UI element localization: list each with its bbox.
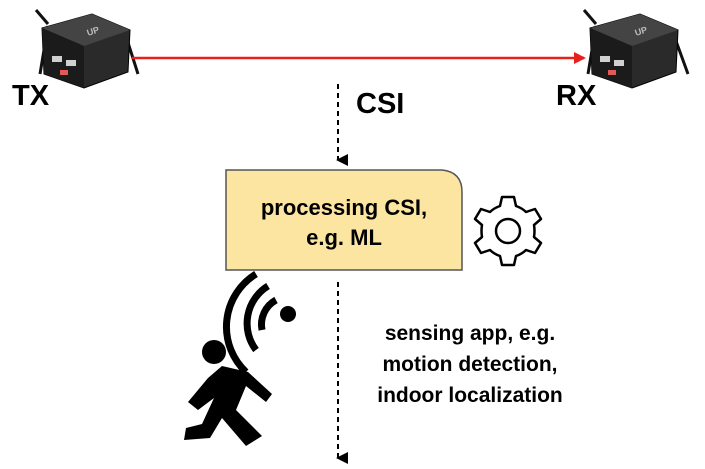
tx-label: TX [12,80,50,112]
rx-device-icon: UP [582,9,690,89]
sensing-app-line-1: sensing app, e.g. [384,322,556,345]
walking-person-with-signal-icon [184,271,296,446]
sensing-app-line-3: indoor localization [377,384,563,407]
rx-label: RX [556,80,597,112]
processing-text: processing CSI, e.g. ML [226,193,462,253]
tx-device-icon: UP [34,9,140,89]
processing-line-2: e.g. ML [306,225,382,250]
processing-box [225,169,463,271]
sensing-app-line-2: motion detection, [382,353,558,376]
svg-text:UP: UP [86,25,101,38]
sensing-app-text: sensing app, e.g. motion detection, indo… [350,318,590,411]
svg-text:UP: UP [634,25,649,38]
csi-label: CSI [356,88,405,120]
gear-icon [473,195,543,267]
processing-line-1: processing CSI, [260,195,428,220]
